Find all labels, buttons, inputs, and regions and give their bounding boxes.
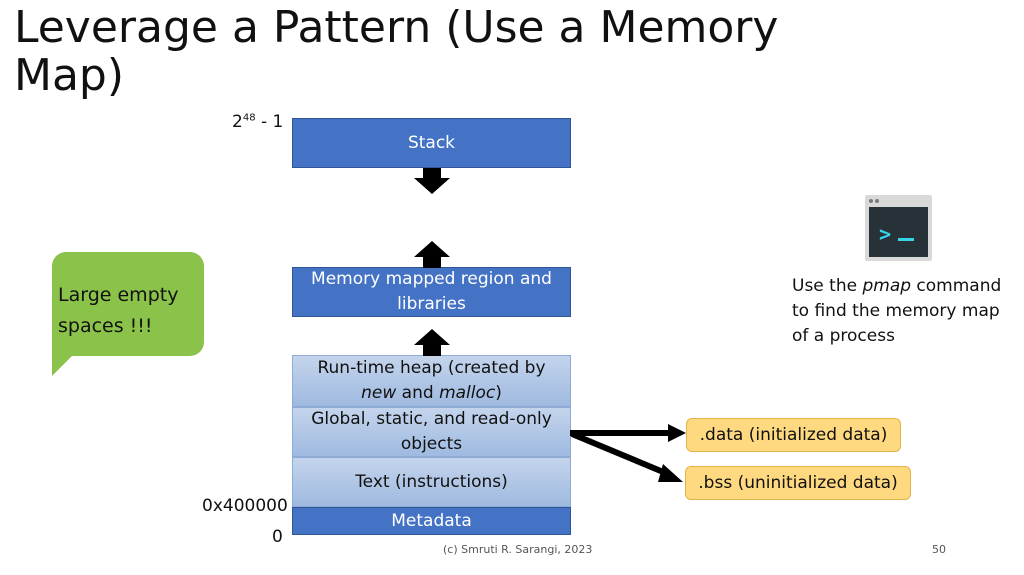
page-number: 50	[932, 543, 946, 556]
speech-bubble	[52, 252, 204, 356]
heap-label-new: new	[361, 383, 397, 403]
top-address-exponent: 48	[242, 112, 256, 124]
speech-bubble-tail-icon	[52, 340, 88, 376]
global-block: Global, static, and read-only objects	[292, 407, 571, 457]
stack-label: Stack	[407, 132, 456, 153]
speech-bubble-text: Large empty spaces !!!	[58, 284, 179, 337]
section-pointer-arrows-icon	[570, 424, 686, 482]
top-address-suffix: - 1	[255, 112, 284, 132]
pmap-note-prefix: Use the	[792, 276, 863, 296]
pmap-command: pmap	[862, 276, 912, 296]
svg-text:>: >	[879, 222, 891, 246]
heap-label: Run-time heap (created by new and malloc…	[317, 356, 545, 406]
slide-footer: (c) Smruti R. Sarangi, 2023	[443, 543, 593, 556]
pmap-note: Use the pmap command to find the memory …	[792, 274, 1017, 349]
mmap-label: Memory mapped region and libraries	[311, 269, 552, 314]
data-section-tag: .data (initialized data)	[686, 418, 901, 452]
stack-block: Stack	[292, 118, 571, 168]
heap-label-and: and	[396, 383, 440, 403]
stack-down-arrow-icon	[414, 168, 450, 194]
mmap-up-arrow-icon	[414, 241, 450, 268]
heap-up-arrow-icon	[414, 329, 450, 356]
top-address-label: 248 - 1	[232, 112, 283, 132]
global-label: Global, static, and read-only objects	[311, 409, 552, 454]
text-label: Text (instructions)	[355, 471, 508, 492]
slide-title: Leverage a Pattern (Use a Memory Map)	[14, 2, 779, 101]
heap-block: Run-time heap (created by new and malloc…	[292, 355, 571, 407]
heap-label-close: )	[495, 383, 502, 403]
text-start-address: 0x400000	[202, 496, 288, 516]
text-block: Text (instructions)	[292, 457, 571, 507]
metadata-label: Metadata	[391, 510, 472, 531]
bss-section-tag: .bss (uninitialized data)	[685, 466, 911, 500]
zero-address: 0	[272, 527, 283, 547]
heap-label-part1: Run-time heap (created by	[317, 358, 546, 378]
heap-label-malloc: malloc	[439, 383, 496, 403]
top-address-base: 2	[232, 112, 243, 132]
mmap-block: Memory mapped region and libraries	[292, 267, 571, 317]
terminal-icon: >	[865, 195, 932, 261]
metadata-block: Metadata	[292, 507, 571, 535]
pmap-note-suffix: command to find the memory map of a proc…	[792, 276, 1007, 346]
